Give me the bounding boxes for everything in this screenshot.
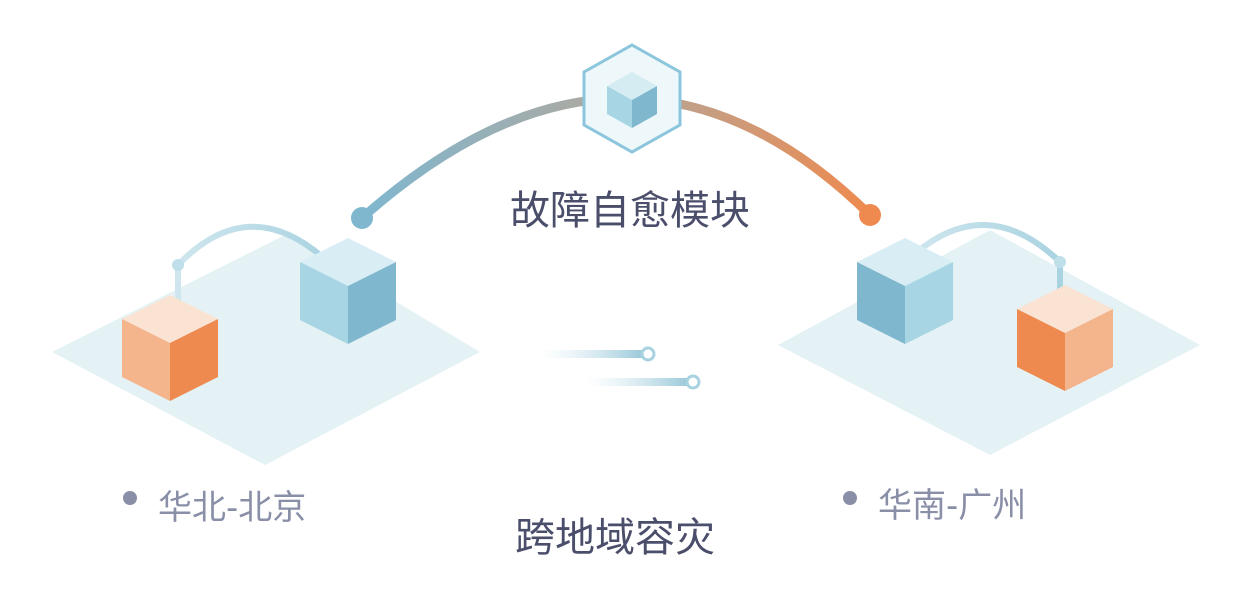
arc-endpoint-left	[351, 207, 373, 229]
region-label-north: 华北-北京	[158, 488, 307, 528]
link-arc-south	[907, 222, 1063, 303]
cube-north-orange-face-right	[170, 319, 218, 401]
cube-north-orange-face-left	[122, 319, 170, 401]
platform-north	[52, 235, 480, 465]
speed-dot-1	[640, 346, 656, 362]
region-dot-south	[843, 491, 857, 505]
self-healing-module-icon	[582, 43, 682, 154]
cube-south-blue-face-left	[857, 262, 905, 344]
link-node-north	[172, 259, 184, 271]
speed-line-2	[585, 378, 695, 386]
cube-south-orange-face-left	[1017, 309, 1065, 391]
cube-south-orange-face-right	[1065, 309, 1113, 391]
speed-dot-2	[685, 374, 701, 390]
platform-south	[778, 230, 1200, 455]
title-self-healing: 故障自愈模块	[510, 188, 750, 234]
cube-north-blue	[300, 238, 396, 344]
cube-south-orange	[1017, 285, 1113, 391]
cube-south-blue	[857, 238, 953, 344]
speed-line-1	[540, 350, 650, 358]
cube-north-blue-face-left	[300, 262, 348, 344]
region-dot-north	[123, 491, 137, 505]
cube-north-blue-face-right	[348, 262, 396, 344]
arc-endpoint-right	[859, 204, 881, 226]
region-label-south: 华南-广州	[878, 486, 1027, 526]
cube-north-orange	[122, 295, 218, 401]
link-arc-north	[175, 223, 331, 303]
link-node-south	[1054, 256, 1066, 268]
cube-south-blue-face-right	[905, 262, 953, 344]
title-cross-region-dr: 跨地域容灾	[515, 515, 715, 561]
